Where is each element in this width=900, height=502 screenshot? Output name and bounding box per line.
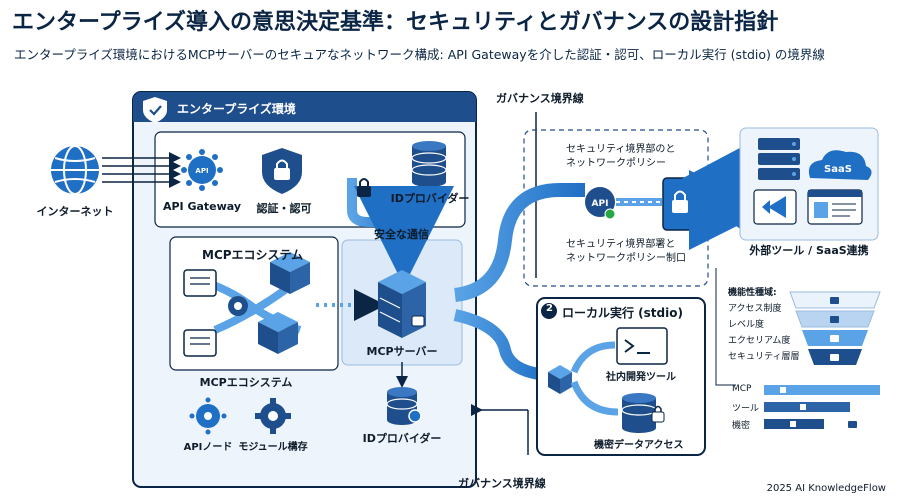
saas-badge: SaaS	[824, 164, 852, 175]
api-hub-icon: API	[585, 187, 616, 220]
bar-label-tool: ツール	[732, 404, 760, 414]
api-hub-text: API	[592, 199, 609, 209]
api-gateway-icon-text: API	[195, 167, 208, 175]
access-bars	[764, 385, 880, 429]
pipe-local-terminal	[570, 341, 616, 374]
governance-top-label: ガバナンス境界線	[496, 92, 584, 105]
lock-icon	[357, 178, 371, 197]
api-gateway-icon: API	[181, 149, 223, 191]
security-policy-top-1: セキュリティ境界部のと	[566, 144, 676, 155]
ecosystem-cubes	[183, 252, 310, 357]
internal-tool-label: 社内開発ツール	[606, 372, 676, 383]
confidential-db-icon	[621, 393, 665, 433]
page-title: エンタープライズ導入の意思決定基準：セキュリティとガバナンスの設計指針	[12, 10, 779, 35]
pipe-secure-channel	[347, 178, 454, 286]
api-node-label: APIノード	[183, 442, 233, 453]
mcp-server-icon	[378, 270, 426, 338]
local-number: 2	[546, 303, 553, 314]
local-hub-cube-icon	[548, 365, 572, 394]
security-policy-top-2: ネットワークポリシー	[566, 158, 666, 169]
enterprise-label: エンタープライズ環境	[177, 102, 296, 116]
governance-bottom-label: ガバナンス境界線	[458, 477, 546, 490]
api-gateway-label: API Gateway	[162, 200, 242, 213]
mcp-server-label: MCPサーバー	[366, 345, 438, 358]
pipe-to-local	[453, 309, 549, 381]
gear-icon	[255, 398, 291, 434]
mcp-ecosystem-caption: MCPエコシステム	[199, 376, 293, 389]
bar-label-mcp: MCP	[732, 384, 752, 394]
level-1: アクセス制度	[728, 304, 782, 314]
local-title: ローカル実行 (stdio)	[562, 306, 683, 320]
code-editor-icon	[753, 189, 797, 225]
auth-shield-icon	[262, 148, 302, 194]
shield-icon	[143, 97, 167, 123]
idp-bottom-label: IDプロバイダー	[362, 432, 442, 445]
globe-icon	[51, 145, 99, 195]
levels-connector	[715, 268, 736, 386]
local-number-badge	[541, 303, 557, 319]
pipe-local-db	[570, 380, 619, 416]
level-2: レベル度	[728, 320, 765, 330]
idp-top-label: IDプロバイダー	[390, 192, 470, 205]
idp-top-database-icon	[411, 141, 447, 187]
saas-cloud-icon: SaaS	[808, 150, 872, 180]
secure-comm-label: 安全な通信	[374, 228, 429, 241]
bar-label-confidential: 機密	[732, 421, 751, 431]
auth-label: 認証・認可	[256, 202, 312, 215]
footer-credit: 2025 AI KnowledgeFlow	[766, 483, 886, 494]
security-funnel	[789, 291, 881, 365]
external-arrows	[674, 140, 769, 250]
level-4: セキュリティ層層	[728, 352, 800, 362]
pipe-to-external	[453, 183, 585, 302]
firewall-lock-icon	[662, 177, 698, 231]
security-zone	[523, 129, 709, 287]
levels-title: 機能性種域:	[728, 288, 777, 298]
security-policy-bottom-2: ネットワークポリシー制口	[566, 253, 686, 264]
module-label: モジュール構存	[238, 442, 308, 453]
external-label: 外部ツール / SaaS連携	[749, 244, 869, 257]
api-node-icon	[189, 397, 227, 435]
internet-label: インターネット	[36, 205, 114, 218]
level-3: エクセリアム度	[728, 336, 791, 346]
mcp-ecosystem-header: MCPエコシステム	[202, 248, 304, 262]
server-rack-icon	[758, 138, 800, 180]
browser-window-icon	[807, 189, 863, 225]
confidential-label: 機密データアクセス	[594, 440, 684, 451]
idp-bottom-database-icon	[386, 387, 422, 425]
security-policy-bottom-1: セキュリティ境界部署と	[566, 239, 676, 250]
terminal-icon	[616, 327, 668, 365]
page-subtitle: エンタープライズ環境におけるMCPサーバーのセキュアなネットワーク構成: API…	[14, 47, 825, 62]
internet-arrows	[102, 152, 181, 188]
